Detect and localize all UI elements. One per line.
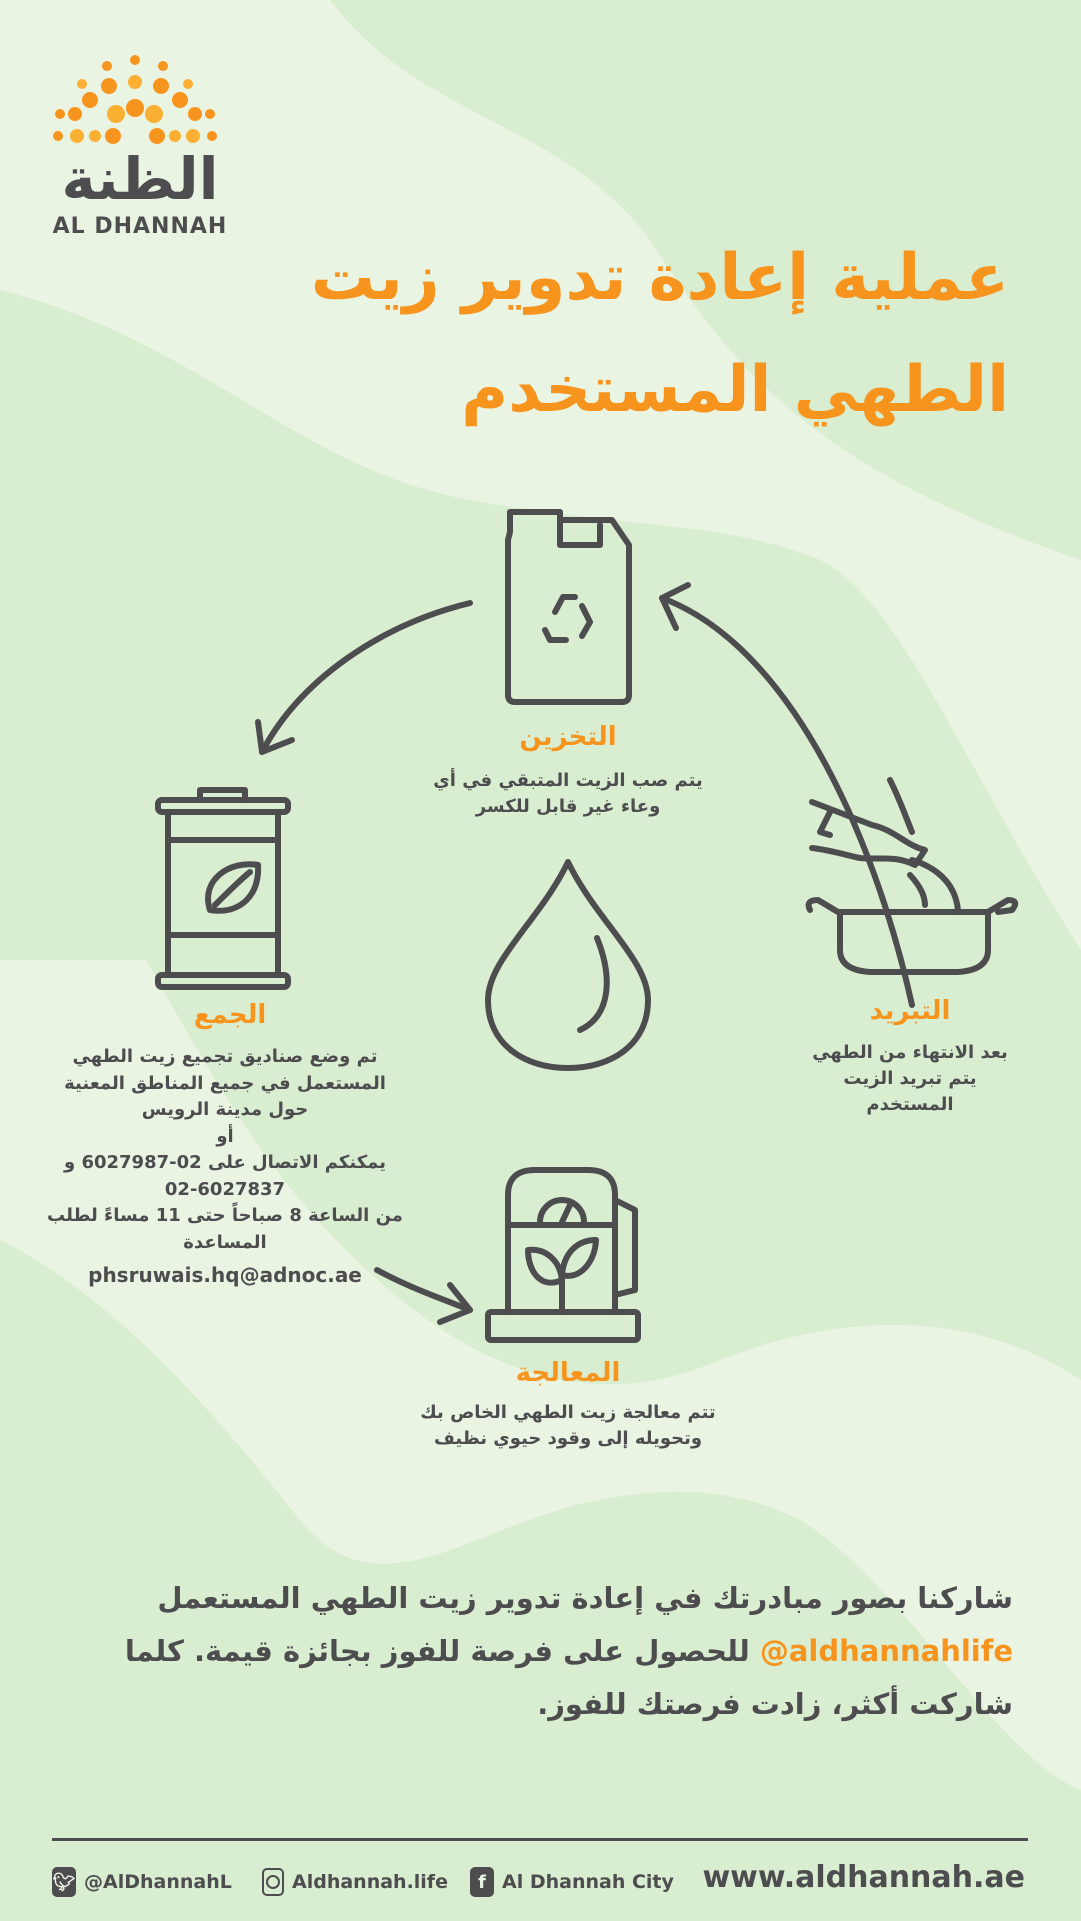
step-collection-description: تم وضع صناديق تجميع زيت الطهي المستعمل ف… xyxy=(20,1044,430,1289)
arrow-storage-to-collection-icon xyxy=(255,600,473,755)
logo-dots-icon xyxy=(53,55,217,144)
text-line: يتم تبريد الزيت xyxy=(843,1068,977,1089)
website-link[interactable]: www.aldhannah.ae xyxy=(702,1860,1025,1895)
twitter-handle[interactable]: @AlDhannahL xyxy=(84,1871,232,1893)
step-cooling-label: التبريد xyxy=(869,996,951,1026)
step-cooling-description: بعد الانتهاء من الطهي يتم تبريد الزيت ال… xyxy=(770,1040,1050,1118)
share-paragraph: شاركنا بصور مبادرتك في إعادة تدوير زيت ا… xyxy=(113,1572,1013,1731)
pouring-pot-icon xyxy=(805,777,1019,975)
hours-line: من الساعة 8 صباحاً حتى 11 مساءً لطلب xyxy=(47,1205,403,1226)
text-line: أو xyxy=(216,1125,234,1147)
footer-facebook[interactable]: f Al Dhannah City xyxy=(470,1864,674,1900)
contact-phone-line: 02-6027837 xyxy=(164,1178,286,1200)
share-line-2-text: للحصول على فرصة للفوز بجائزة قيمة. كلما xyxy=(124,1634,760,1668)
text-line: تتم معالجة زيت الطهي الخاص بك xyxy=(420,1402,716,1423)
share-line-2: @aldhannahlife للحصول على فرصة للفوز بجا… xyxy=(113,1625,1013,1678)
step-storage-description: يتم صب الزيت المتبقي في أي وعاء غير قابل… xyxy=(388,768,748,820)
twitter-icon: 🐦︎ xyxy=(52,1867,76,1897)
text-line: بعد الانتهاء من الطهي xyxy=(812,1042,1008,1063)
arrow-cooling-to-storage-icon xyxy=(659,582,915,1008)
text-line: وتحويله إلى وقود حيوي نظيف xyxy=(433,1428,703,1449)
recycle-canister-icon xyxy=(505,509,632,705)
footer-twitter[interactable]: 🐦︎ @AlDhannahL xyxy=(52,1864,232,1900)
text-line: حول مدينة الرويس xyxy=(141,1099,309,1120)
title-line-1: عملية إعادة تدوير زيت xyxy=(310,241,1009,315)
oil-drop-icon xyxy=(485,859,651,1071)
contact-phone-line: يمكنكم الاتصال على 02-6027987 و xyxy=(63,1152,386,1173)
arrow-collection-to-processing-icon xyxy=(374,1267,473,1325)
text-line: المستعمل في جميع المناطق المعنية xyxy=(64,1072,386,1094)
instagram-handle-link[interactable]: @aldhannahlife xyxy=(759,1634,1013,1668)
step-processing-label: المعالجة xyxy=(515,1358,621,1388)
contact-email[interactable]: phsruwais.hq@adnoc.ae xyxy=(88,1263,362,1287)
text-line: تم وضع صناديق تجميع زيت الطهي xyxy=(72,1046,378,1067)
logo-arabic: الظنة xyxy=(61,145,219,213)
instagram-handle[interactable]: Aldhannah.life xyxy=(292,1871,448,1893)
share-line-3: شاركت أكثر، زادت فرصتك للفوز. xyxy=(537,1687,1013,1721)
step-storage-label: التخزين xyxy=(519,722,617,752)
page-title: عملية إعادة تدوير زيت الطهي المستخدم xyxy=(249,222,1009,446)
text-line: المساعدة xyxy=(183,1231,267,1253)
facebook-icon: f xyxy=(470,1867,494,1897)
text-line: المستخدم xyxy=(866,1094,954,1115)
instagram-icon xyxy=(262,1868,284,1896)
logo-english: AL DHANNAH xyxy=(52,214,228,239)
text-line: وعاء غير قابل للكسر xyxy=(475,796,661,817)
text-line: يتم صب الزيت المتبقي في أي xyxy=(433,770,703,791)
share-line-1: شاركنا بصور مبادرتك في إعادة تدوير زيت ا… xyxy=(157,1581,1013,1615)
oil-barrel-icon xyxy=(155,787,291,990)
footer-instagram[interactable]: Aldhannah.life xyxy=(262,1864,448,1900)
biofuel-pump-icon xyxy=(485,1167,641,1343)
step-collection-label: الجمع xyxy=(193,1000,267,1030)
cycle-diagram xyxy=(155,509,1019,1343)
title-line-2: الطهي المستخدم xyxy=(461,353,1009,427)
step-processing-description: تتم معالجة زيت الطهي الخاص بك وتحويله إل… xyxy=(378,1400,758,1452)
footer-divider xyxy=(52,1838,1028,1841)
facebook-page[interactable]: Al Dhannah City xyxy=(502,1871,674,1893)
